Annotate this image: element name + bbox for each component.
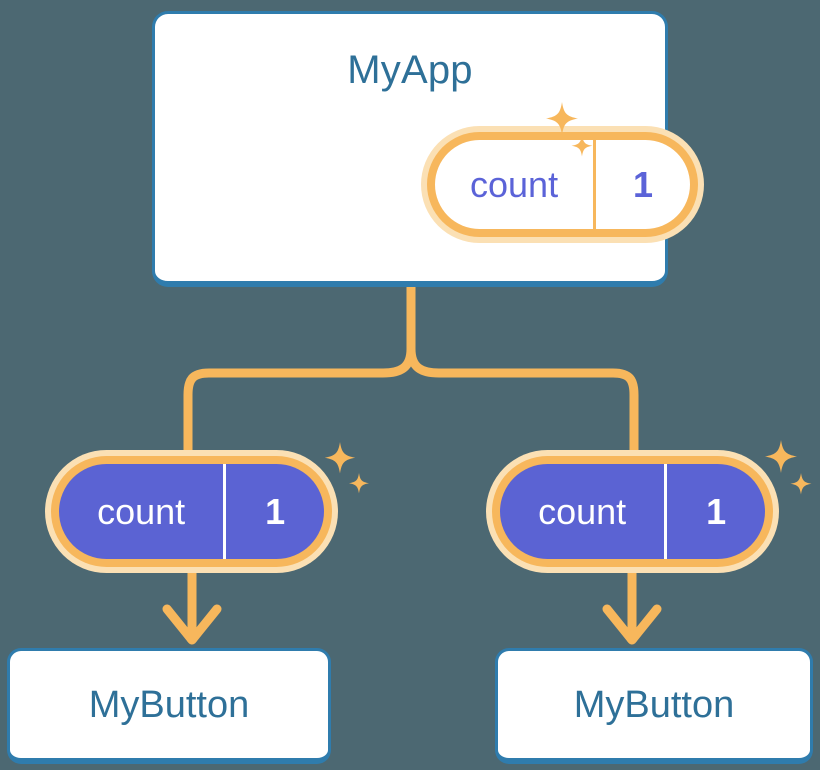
page-title: MyApp (347, 48, 473, 92)
state-pill-inner: count 1 (435, 140, 690, 229)
arrow-down-left-head-icon (162, 604, 222, 645)
state-key: count (97, 490, 186, 532)
state-key: count (470, 163, 559, 205)
leaf-button-label: MyButton (88, 683, 250, 726)
leaf-button-right[interactable]: MyButton (495, 648, 813, 764)
state-pill-inner: count 1 (59, 464, 324, 559)
state-pill-inner: count 1 (500, 464, 765, 559)
leaf-button-label: MyButton (573, 683, 735, 726)
state-pill-ring: count 1 (51, 456, 332, 567)
state-pill-ring: count 1 (427, 132, 698, 237)
state-pill-child-right[interactable]: count 1 (486, 450, 779, 573)
state-pill-root[interactable]: count 1 (421, 126, 704, 243)
state-value: 1 (664, 464, 765, 559)
state-value: 1 (223, 464, 324, 559)
myapp-card[interactable]: MyApp count 1 (152, 11, 704, 287)
state-value: 1 (593, 140, 690, 229)
state-key: count (538, 490, 627, 532)
leaf-button-left[interactable]: MyButton (7, 648, 331, 764)
state-pill-ring: count 1 (492, 456, 773, 567)
state-pill-child-left[interactable]: count 1 (45, 450, 338, 573)
arrow-down-right-head-icon (602, 604, 662, 645)
